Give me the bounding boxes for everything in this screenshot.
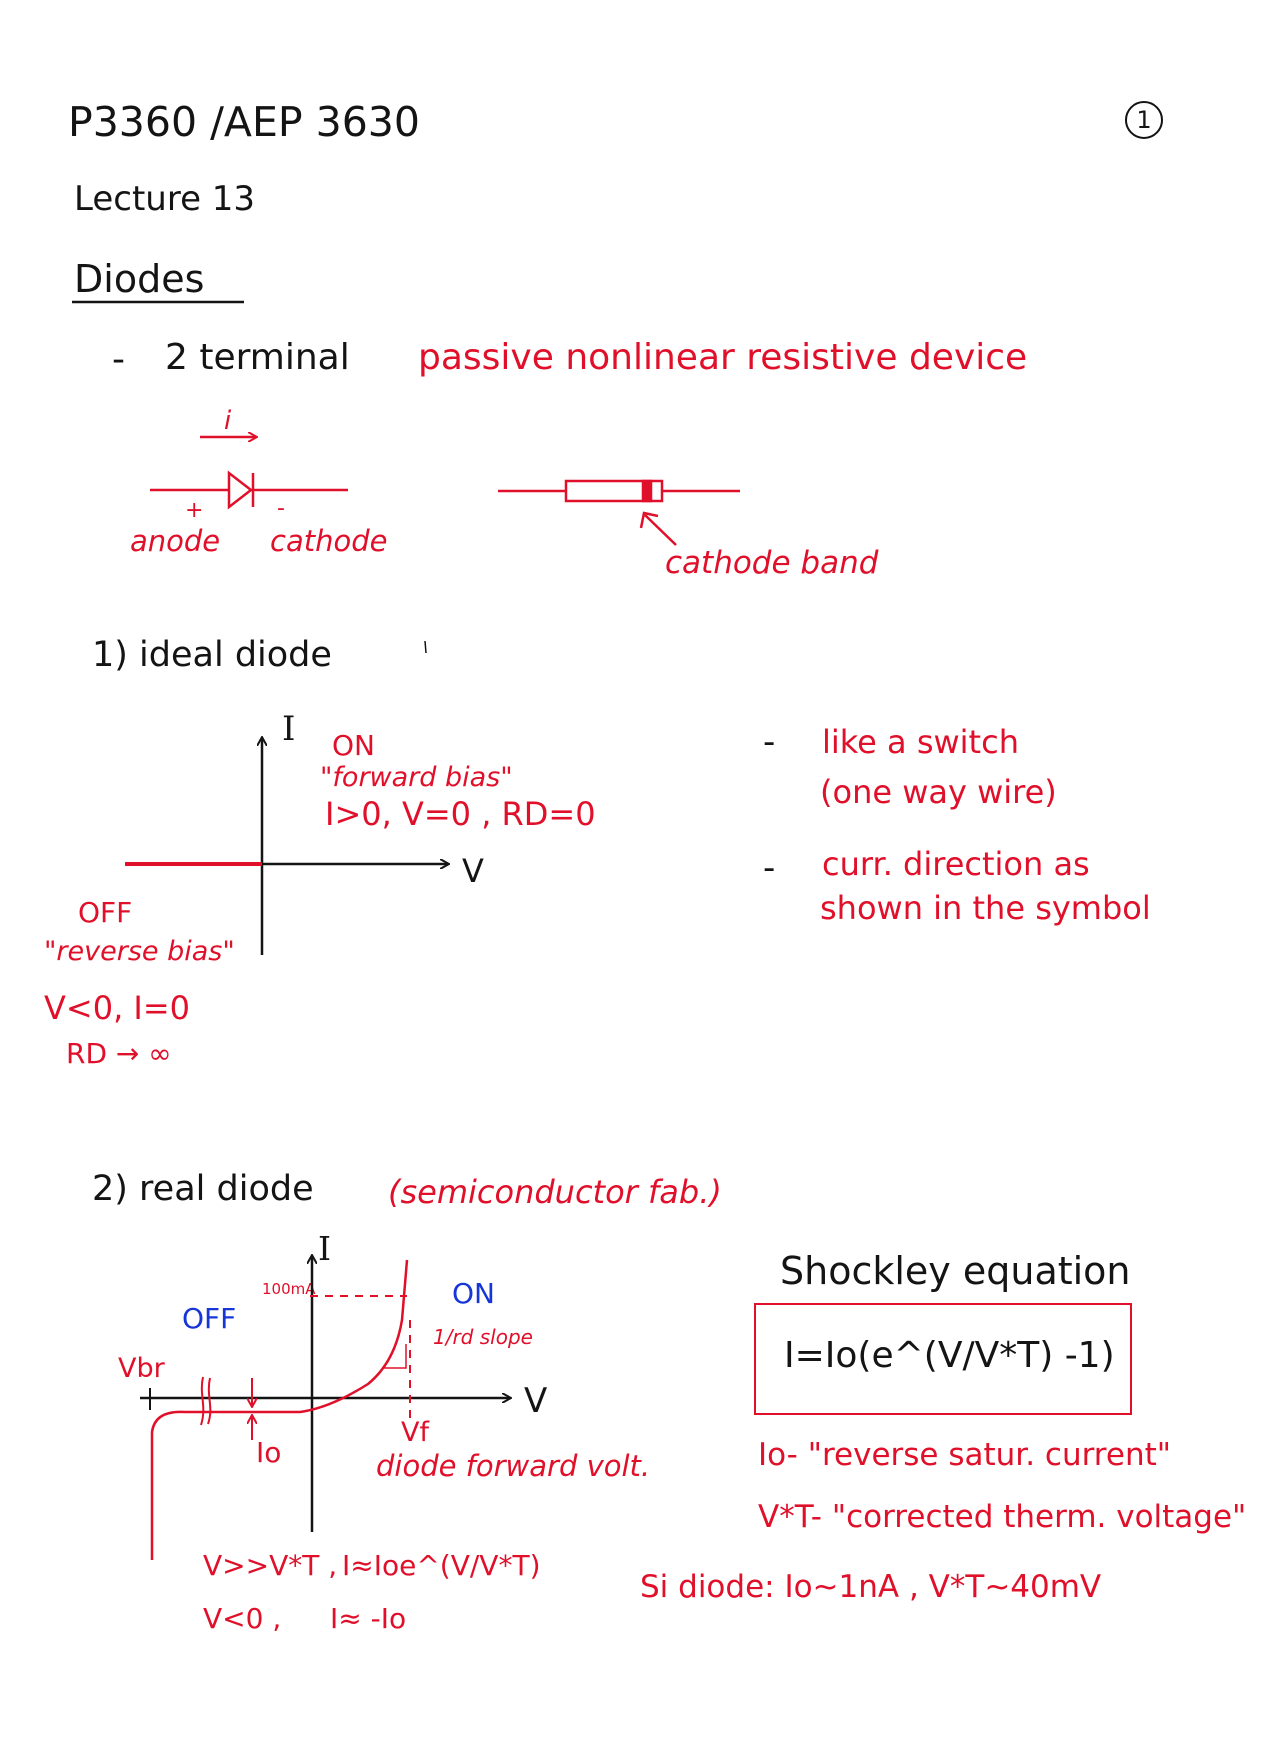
- diode-package: [498, 479, 740, 546]
- ideal-axis-v: V: [462, 852, 484, 890]
- ideal-on-label: ON: [332, 729, 375, 762]
- diode-symbol: [150, 437, 348, 510]
- terminal-count: 2 terminal: [165, 337, 350, 378]
- ideal-axis-i: I: [282, 709, 296, 749]
- anode-plus: +: [185, 498, 204, 523]
- note-dash-1: -: [763, 722, 776, 762]
- page-number: 1: [1136, 106, 1152, 134]
- fab-note: (semiconductor fab.): [388, 1173, 722, 1211]
- forward-bias-label: "forward bias": [320, 762, 513, 793]
- bullet-dash: -: [112, 339, 125, 380]
- marker-100ma: 100mA: [262, 1280, 316, 1298]
- on-condition: I>0, V=0 , RD=0: [325, 795, 596, 833]
- approx-forward-cond: V>>V*T ,: [203, 1549, 338, 1582]
- off-resistance: RD → ∞: [66, 1037, 172, 1070]
- approx-reverse-cond: V<0 ,: [203, 1602, 282, 1635]
- real-axis-i: I: [318, 1229, 332, 1268]
- ideal-off-label: OFF: [78, 896, 133, 929]
- reverse-bias-label: "reverse bias": [44, 936, 235, 967]
- real-iv-plot: [140, 1256, 510, 1560]
- real-off-label: OFF: [182, 1302, 237, 1335]
- course-code: P3360 /AEP 3630: [68, 98, 420, 146]
- io-definition: Io- "reverse satur. current": [758, 1437, 1172, 1473]
- real-on-label: ON: [452, 1277, 495, 1310]
- shockley-equation: I=Io(e^(V/V*T) -1): [784, 1335, 1115, 1376]
- diode-triangle-icon: [227, 470, 254, 510]
- off-condition: V<0, I=0: [44, 989, 191, 1027]
- slope-note: 1/rd slope: [433, 1325, 533, 1349]
- page-number-badge: 1: [1125, 101, 1163, 139]
- vt-definition: V*T- "corrected therm. voltage": [758, 1499, 1247, 1535]
- cathode-band-label: cathode band: [665, 545, 879, 581]
- vbr-label: Vbr: [118, 1353, 165, 1384]
- cathode-label: cathode: [270, 524, 388, 558]
- ideal-iv-plot: [125, 738, 448, 955]
- ideal-diode-heading: 1) ideal diode: [92, 635, 332, 675]
- approx-reverse-eq: I≈ -Io: [330, 1602, 407, 1635]
- anode-label: anode: [130, 524, 221, 558]
- real-diode-heading: 2) real diode: [92, 1169, 314, 1209]
- vf-label: Vf: [401, 1417, 429, 1448]
- approx-forward-eq: I≈Ioe^(V/V*T): [342, 1549, 541, 1582]
- cathode-minus: -: [277, 496, 285, 521]
- real-axis-v: V: [524, 1381, 548, 1421]
- iv-curve: [150, 1259, 409, 1560]
- note-direction: curr. direction as: [822, 845, 1090, 883]
- si-values: Si diode: Io~1nA , V*T~40mV: [640, 1569, 1102, 1605]
- note-switch: like a switch: [822, 723, 1019, 761]
- band-pointer-arrow-icon: [644, 514, 677, 546]
- vf-description: diode forward volt.: [376, 1449, 651, 1483]
- current-label: i: [224, 406, 232, 436]
- shockley-title: Shockley equation: [780, 1249, 1131, 1293]
- topic-title: Diodes: [74, 257, 205, 301]
- note-dash-2: -: [763, 848, 776, 888]
- device-description: passive nonlinear resistive device: [418, 337, 1028, 378]
- note-symbol: shown in the symbol: [820, 889, 1151, 927]
- io-label: Io: [256, 1436, 282, 1469]
- shockley-equation-box: [754, 1303, 1132, 1415]
- note-one-way: (one way wire): [820, 773, 1057, 811]
- lecture-number: Lecture 13: [74, 179, 256, 219]
